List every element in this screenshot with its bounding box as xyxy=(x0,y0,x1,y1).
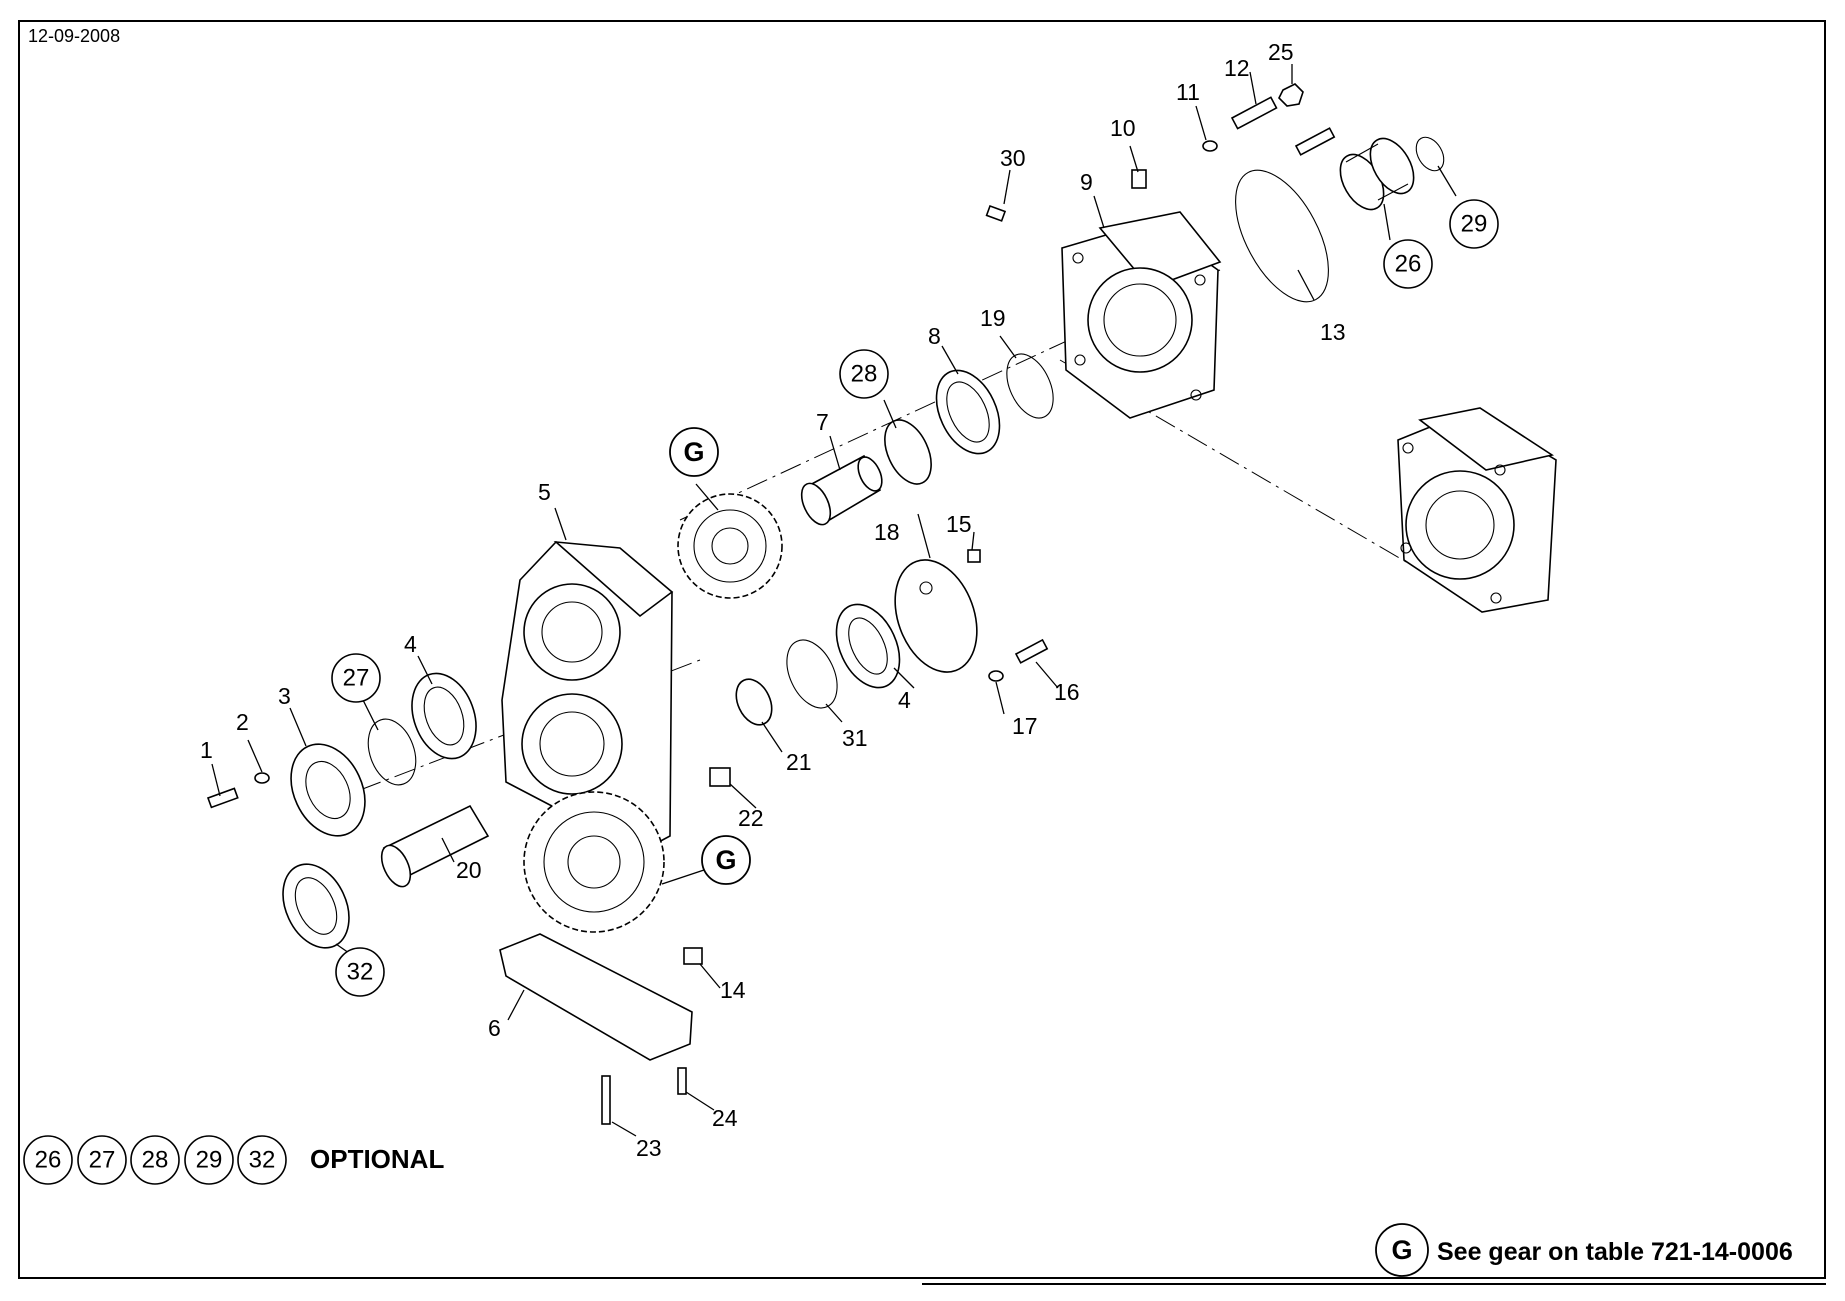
callout-21: 21 xyxy=(786,749,812,775)
callout-23: 23 xyxy=(636,1135,662,1161)
part-4-bearing-right xyxy=(835,603,901,689)
callout-25: 25 xyxy=(1268,39,1294,65)
gear-reference-g-upper: G xyxy=(669,427,719,477)
callout-2: 2 xyxy=(236,709,249,735)
part-16-bolt xyxy=(1014,638,1049,664)
svg-text:26: 26 xyxy=(1395,251,1422,278)
callout-8: 8 xyxy=(928,323,941,349)
svg-text:G: G xyxy=(715,845,736,875)
drawing-frame xyxy=(18,20,1826,1279)
part-18-cover xyxy=(894,559,978,673)
callout-31: 31 xyxy=(842,725,868,751)
part-21-ring xyxy=(735,678,773,726)
part-20-output-shaft xyxy=(380,804,490,888)
part-25-nut xyxy=(1278,83,1304,107)
part-26-splined-coupling xyxy=(1339,137,1415,211)
axis-line-motor xyxy=(1059,359,1421,571)
drawing-date: 12-09-2008 xyxy=(28,26,121,46)
callout-27-circled: 27 xyxy=(331,653,381,703)
svg-text:27: 27 xyxy=(89,1147,116,1174)
part-8-bearing xyxy=(935,369,1001,455)
callout-1: 1 xyxy=(200,737,213,763)
callout-4-left: 4 xyxy=(404,631,417,657)
part-10-plug xyxy=(1131,169,1147,189)
part-24-bolt xyxy=(677,1067,687,1095)
motor-adapter-block xyxy=(1397,407,1557,613)
part-3-flange-cover xyxy=(290,743,366,837)
part-29-circlip xyxy=(1415,136,1445,172)
legend-optional-29: 29 xyxy=(184,1135,234,1185)
part-12-stud xyxy=(1230,96,1336,156)
callout-15: 15 xyxy=(946,511,972,537)
part-11-washer xyxy=(1202,140,1218,152)
callout-17: 17 xyxy=(1012,713,1038,739)
part-13-o-ring xyxy=(1235,169,1329,303)
svg-text:29: 29 xyxy=(196,1147,223,1174)
callout-5: 5 xyxy=(538,479,551,505)
gear-upper xyxy=(677,493,783,599)
callout-29-circled: 29 xyxy=(1449,199,1499,249)
callout-26-circled: 26 xyxy=(1383,239,1433,289)
callout-30: 30 xyxy=(1000,145,1026,171)
svg-text:29: 29 xyxy=(1461,211,1488,238)
callout-24: 24 xyxy=(712,1105,738,1131)
part-30-screw xyxy=(985,204,1007,222)
callout-13: 13 xyxy=(1320,319,1346,345)
svg-text:32: 32 xyxy=(249,1147,276,1174)
callout-9: 9 xyxy=(1080,169,1093,195)
legend-optional-28: 28 xyxy=(130,1135,180,1185)
part-32-seal xyxy=(282,863,350,949)
part-23-bolt xyxy=(601,1075,611,1125)
part-9-adapter-flange xyxy=(1061,211,1222,419)
svg-text:G: G xyxy=(683,437,704,467)
part-31-ring xyxy=(786,639,838,709)
callout-22: 22 xyxy=(738,805,764,831)
svg-text:27: 27 xyxy=(343,665,370,692)
part-15-plug xyxy=(967,549,981,563)
legend-gear-symbol: G xyxy=(1375,1223,1429,1277)
callout-16: 16 xyxy=(1054,679,1080,705)
callout-10: 10 xyxy=(1110,115,1136,141)
svg-text:32: 32 xyxy=(347,959,374,986)
svg-text:26: 26 xyxy=(35,1147,62,1174)
gear-lower xyxy=(523,791,665,933)
callout-3: 3 xyxy=(278,683,291,709)
part-6-base-plate xyxy=(499,933,693,1061)
legend-gear-note: See gear on table 721-14-0006 xyxy=(1437,1238,1793,1266)
callout-4-right: 4 xyxy=(898,687,911,713)
legend-optional-27: 27 xyxy=(77,1135,127,1185)
callout-32-circled: 32 xyxy=(335,947,385,997)
part-22-plug xyxy=(709,767,731,787)
part-2-washer xyxy=(254,772,270,784)
part-27-ring xyxy=(367,718,417,786)
svg-text:28: 28 xyxy=(851,361,878,388)
callout-28-circled: 28 xyxy=(839,349,889,399)
callout-7: 7 xyxy=(816,409,829,435)
callout-14: 14 xyxy=(720,977,746,1003)
part-1-bolt xyxy=(206,787,239,809)
callout-19: 19 xyxy=(980,305,1006,331)
svg-text:28: 28 xyxy=(142,1147,169,1174)
part-19-ring xyxy=(1006,353,1054,419)
part-7-pinion-shaft xyxy=(800,454,883,526)
legend-optional-32: 32 xyxy=(237,1135,287,1185)
gear-reference-g-lower: G xyxy=(701,835,751,885)
legend-optional-26: 26 xyxy=(23,1135,73,1185)
part-17-washer xyxy=(988,670,1004,682)
callout-18: 18 xyxy=(874,519,900,545)
callout-6: 6 xyxy=(488,1015,501,1041)
svg-text:G: G xyxy=(1391,1235,1412,1265)
part-14-plug xyxy=(683,947,703,965)
legend-optional-label: OPTIONAL xyxy=(310,1144,445,1174)
callout-20: 20 xyxy=(456,857,482,883)
part-4-bearing-left xyxy=(411,672,477,760)
callout-11: 11 xyxy=(1176,79,1200,105)
leader-lines xyxy=(211,64,1457,1137)
part-5-gearbox-housing xyxy=(501,540,674,853)
callout-12: 12 xyxy=(1224,55,1250,81)
